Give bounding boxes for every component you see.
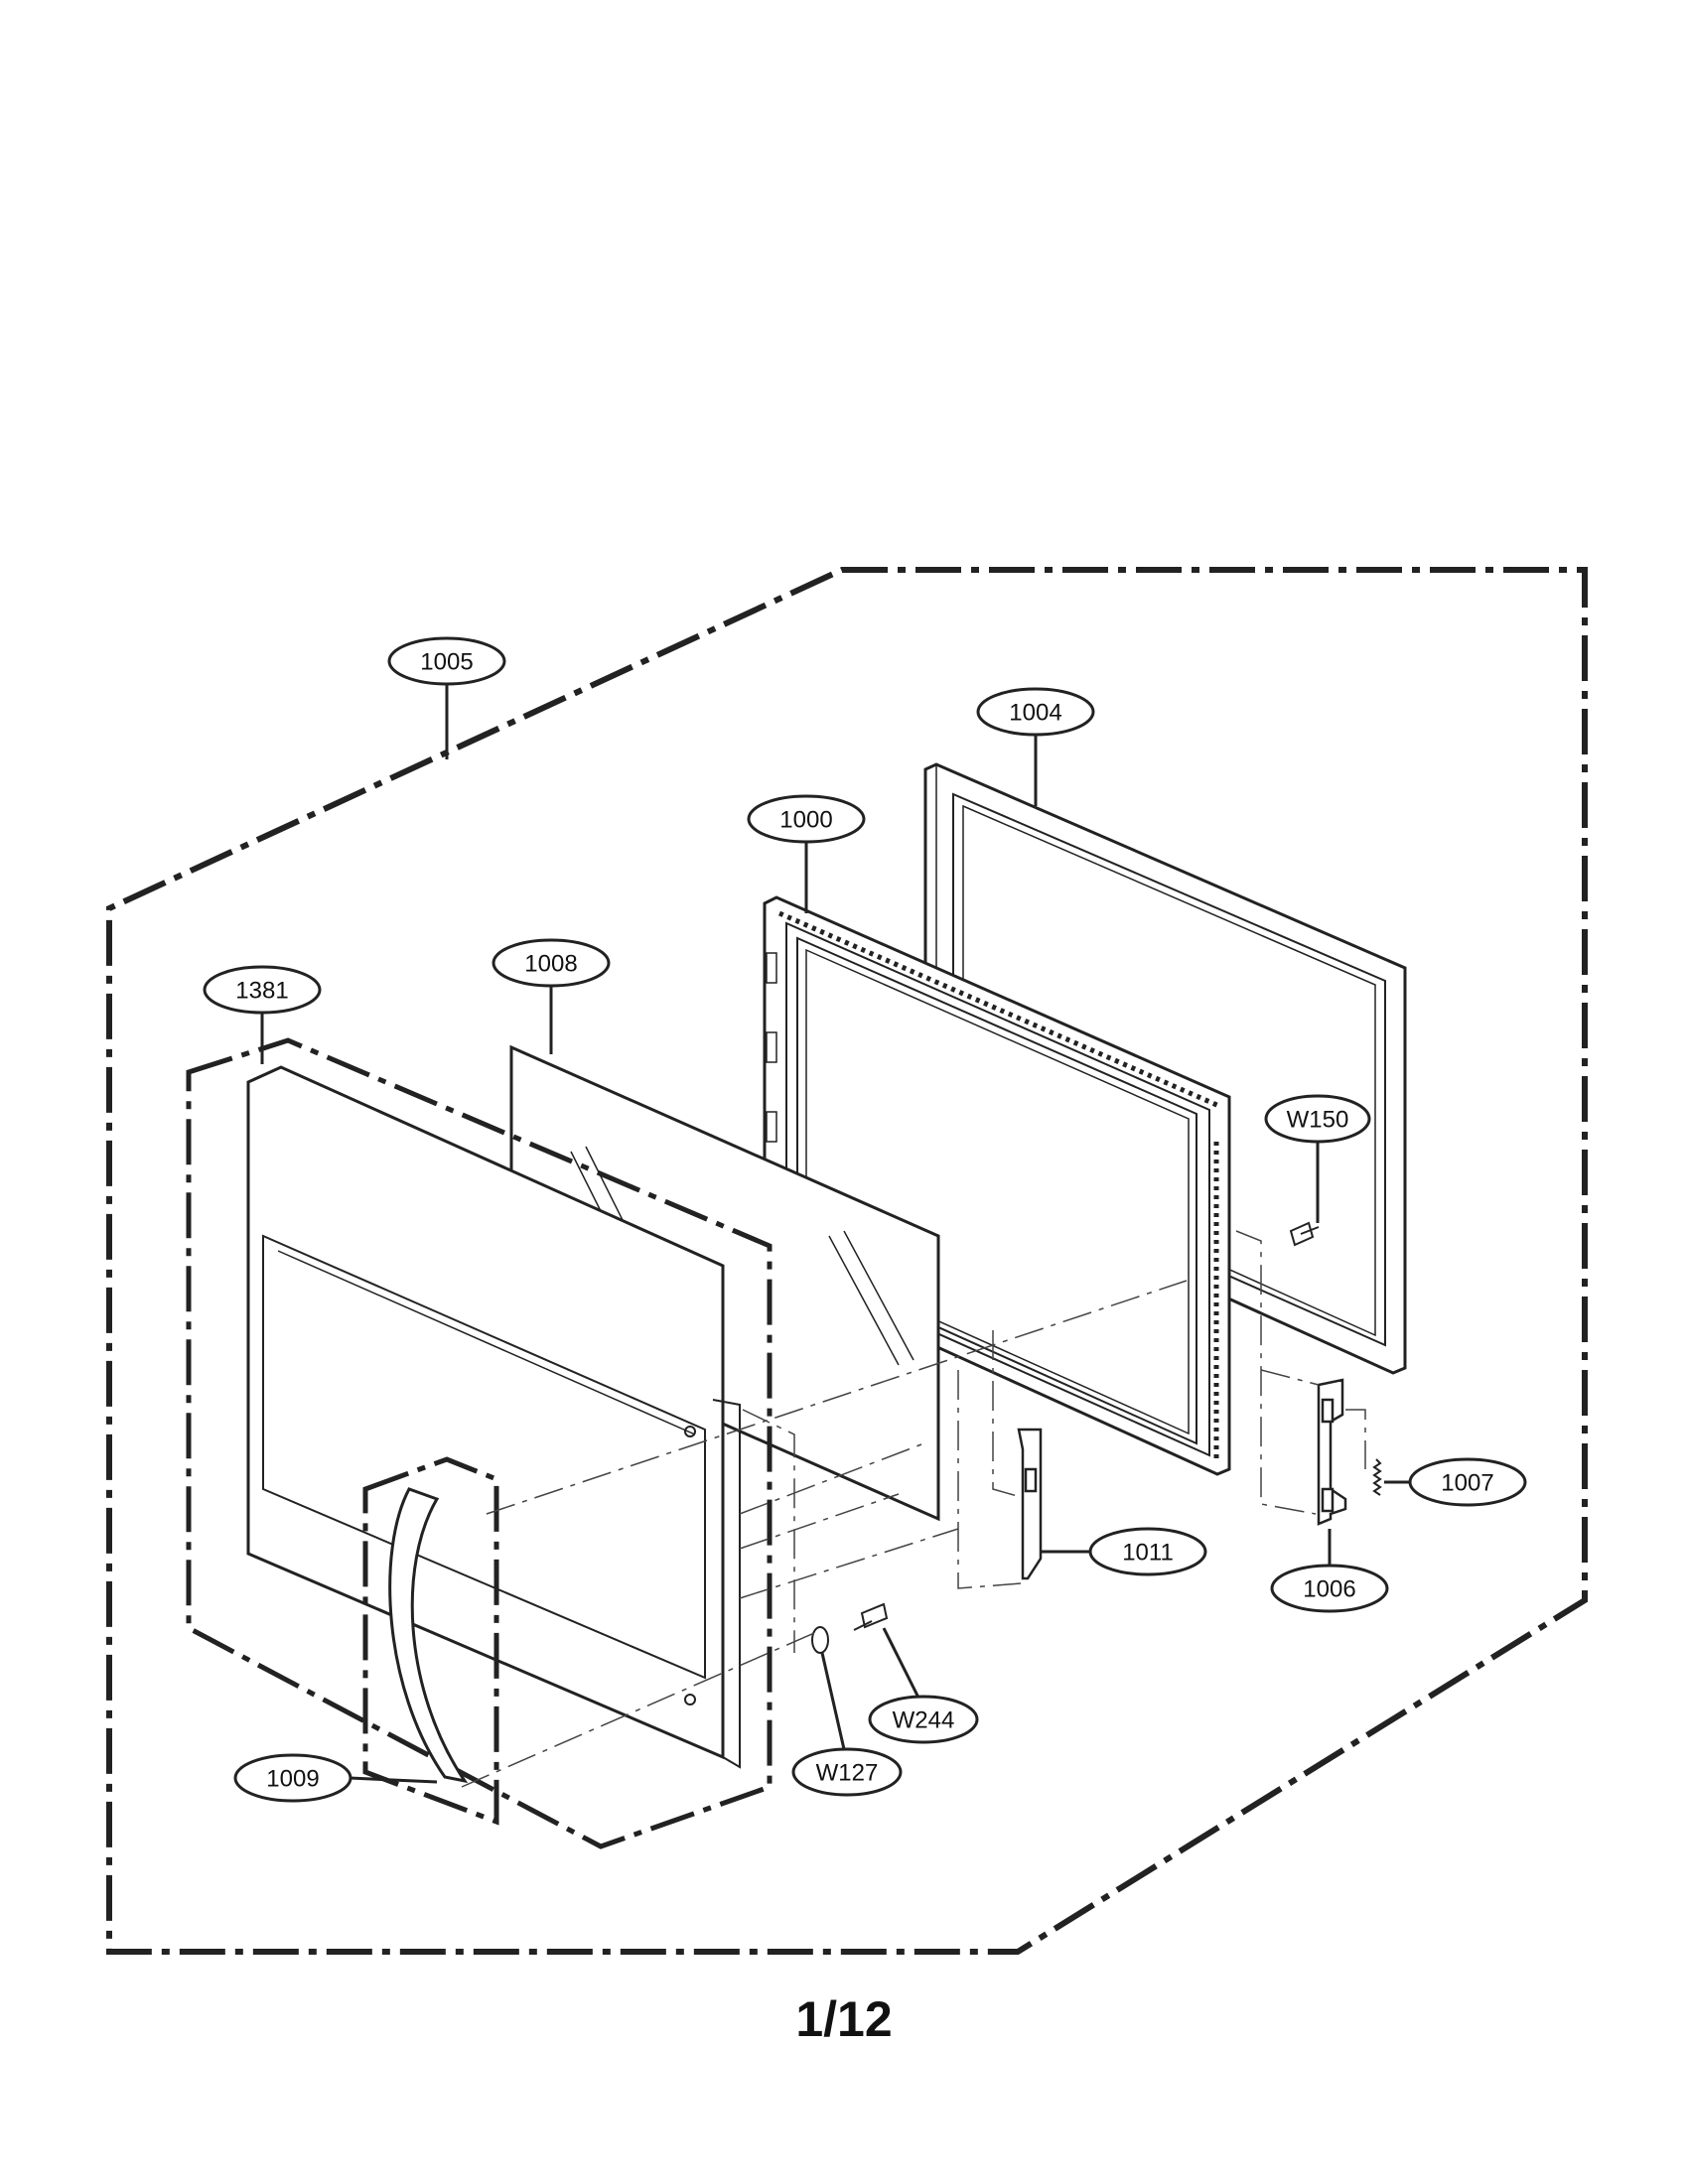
door-handle-1009 — [388, 1487, 469, 1784]
part-number-label: 1009 — [266, 1766, 319, 1793]
callout-1000: 1000 — [747, 794, 866, 913]
part-number-label: 1006 — [1303, 1576, 1355, 1603]
part-number-label: 1011 — [1122, 1540, 1174, 1567]
part-number-label: 1005 — [420, 649, 473, 676]
part-number-label: 1004 — [1009, 700, 1061, 727]
callout-1009: 1009 — [233, 1753, 438, 1803]
part-number-label: 1007 — [1441, 1470, 1493, 1497]
screw-w244 — [853, 1602, 889, 1631]
part-number-label: 1008 — [524, 951, 577, 978]
washer-w127 — [811, 1626, 829, 1654]
door-group-boundary-1381 — [186, 1037, 773, 1849]
spring-1007 — [1372, 1458, 1382, 1496]
callout-1008: 1008 — [492, 938, 611, 1054]
callout-1007: 1007 — [1384, 1457, 1527, 1507]
part-number-label: 1000 — [779, 807, 832, 834]
assembly-boundary-1005 — [106, 567, 1588, 1955]
callout-W244: W244 — [868, 1627, 979, 1744]
callout-1004: 1004 — [976, 687, 1095, 806]
callout-1005: 1005 — [387, 636, 506, 759]
callout-1011: 1011 — [1041, 1527, 1207, 1576]
callout-1006: 1006 — [1270, 1529, 1389, 1613]
callout-W127: W127 — [791, 1652, 903, 1797]
hook-1006 — [1317, 1378, 1347, 1526]
door-frame-1000 — [763, 895, 1231, 1476]
handle-group-boundary — [362, 1456, 499, 1826]
part-number-label: W150 — [1287, 1107, 1349, 1134]
assembly-lines — [461, 1230, 1366, 1788]
part-number-label: W244 — [893, 1707, 955, 1734]
screw-w150 — [1289, 1221, 1320, 1247]
callout-W150: W150 — [1264, 1094, 1371, 1223]
latch-1011 — [1017, 1428, 1043, 1580]
part-number-label: 1381 — [235, 978, 288, 1005]
callout-1381: 1381 — [203, 965, 322, 1064]
part-number-label: W127 — [816, 1760, 879, 1787]
page-number: 1/12 — [795, 1991, 893, 2047]
